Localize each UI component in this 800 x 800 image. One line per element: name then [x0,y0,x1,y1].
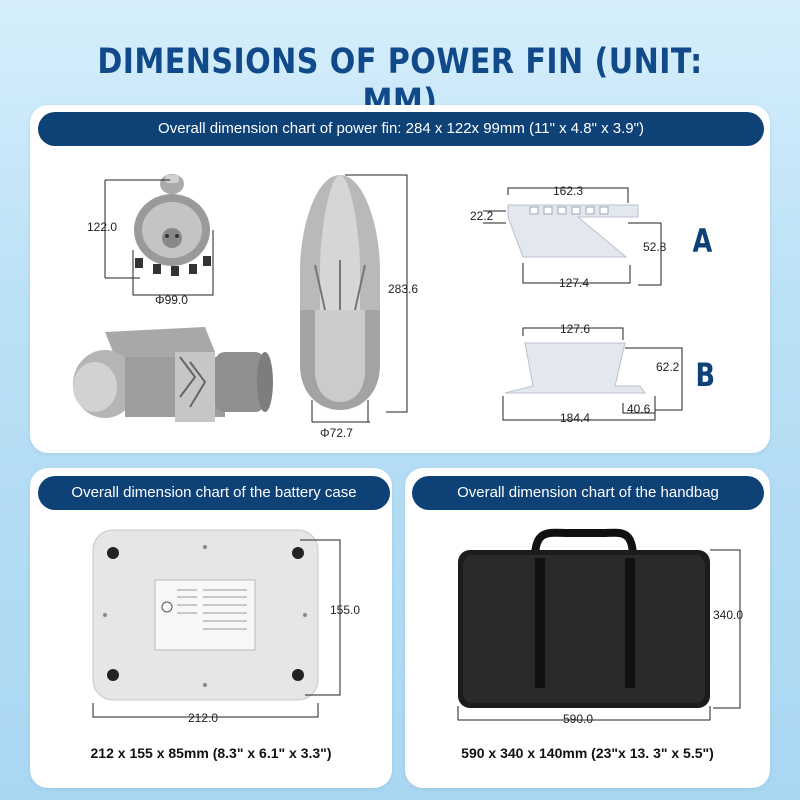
power-fin-side-view [300,174,408,423]
side-diameter-label: Φ72.7 [320,426,353,440]
handbag-drawing [457,528,741,721]
fin-b-top-label: 127.6 [560,322,591,336]
handbag-width-label: 590.0 [563,712,594,726]
side-length-label: 283.6 [388,282,419,296]
fin-a-left-label: 22.2 [470,209,494,223]
power-fin-header: Overall dimension chart of power fin: 28… [38,112,764,146]
handbag-caption: 590 x 340 x 140mm (23"x 13. 3" x 5.5") [461,745,714,761]
battery-case-header: Overall dimension chart of the battery c… [38,476,390,510]
fin-b-height-label: 62.2 [656,360,680,374]
fin-a-letter: A [692,222,713,260]
front-height-label: 122.0 [87,220,118,234]
fin-a-drawing [483,187,662,286]
power-fin-front-view [104,174,214,296]
handbag-header: Overall dimension chart of the handbag [412,476,764,510]
battery-height-label: 155.0 [330,603,361,617]
fin-a-bottom-label: 127.4 [559,276,590,290]
front-diameter-label: Φ99.0 [155,293,188,307]
battery-case-drawing [92,529,341,718]
fin-b-drawing [502,327,683,421]
handbag-height-label: 340.0 [713,608,744,622]
fin-b-letter: B [695,356,715,394]
fin-b-right-label: 40.6 [627,402,651,416]
battery-width-label: 212.0 [188,711,219,725]
fin-a-height-label: 52.8 [643,240,667,254]
page-title: DIMENSIONS OF POWER FIN (UNIT: MM) [97,42,703,122]
fin-a-top-label: 162.3 [553,184,584,198]
battery-case-caption: 212 x 155 x 85mm (8.3" x 6.1" x 3.3") [90,745,332,761]
fin-b-bottom-label: 184.4 [560,411,591,425]
power-fin-perspective-view [73,327,273,422]
